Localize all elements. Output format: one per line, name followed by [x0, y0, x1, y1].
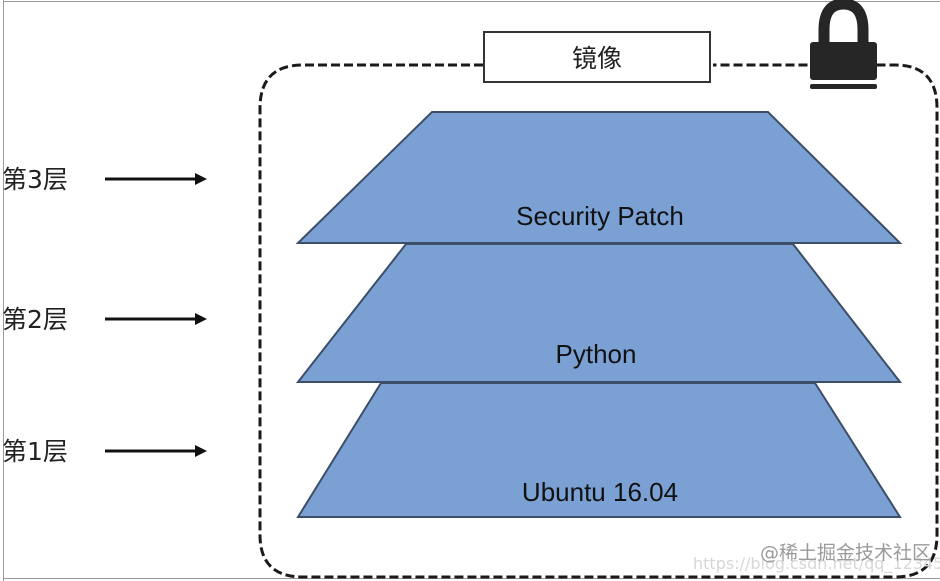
- layer-3-shape: [295, 111, 903, 244]
- layer-1-label: 第1层: [2, 437, 68, 466]
- watermark: @稀土掘金技术社区: [760, 542, 932, 564]
- layer-3-label: 第3层: [2, 165, 68, 194]
- arrow-layer-1: [105, 445, 207, 457]
- image-container-frame: [258, 63, 939, 579]
- layer-2-label: 第2层: [2, 305, 68, 334]
- image-border-top: [3, 1, 940, 2]
- image-title: 镜像: [571, 44, 622, 73]
- layer-2-name: Python: [556, 339, 637, 369]
- image-border-left: [3, 0, 4, 581]
- image-title-box: 镜像: [483, 31, 711, 83]
- lock-icon: [810, 0, 877, 89]
- watermark-url: https://blog.csdn.net/qq_12345678: [693, 554, 940, 573]
- arrow-layer-3: [105, 173, 207, 185]
- layer-3-name: Security Patch: [516, 201, 684, 231]
- arrow-layer-2: [105, 313, 207, 325]
- layer-1-name: Ubuntu 16.04: [522, 477, 678, 507]
